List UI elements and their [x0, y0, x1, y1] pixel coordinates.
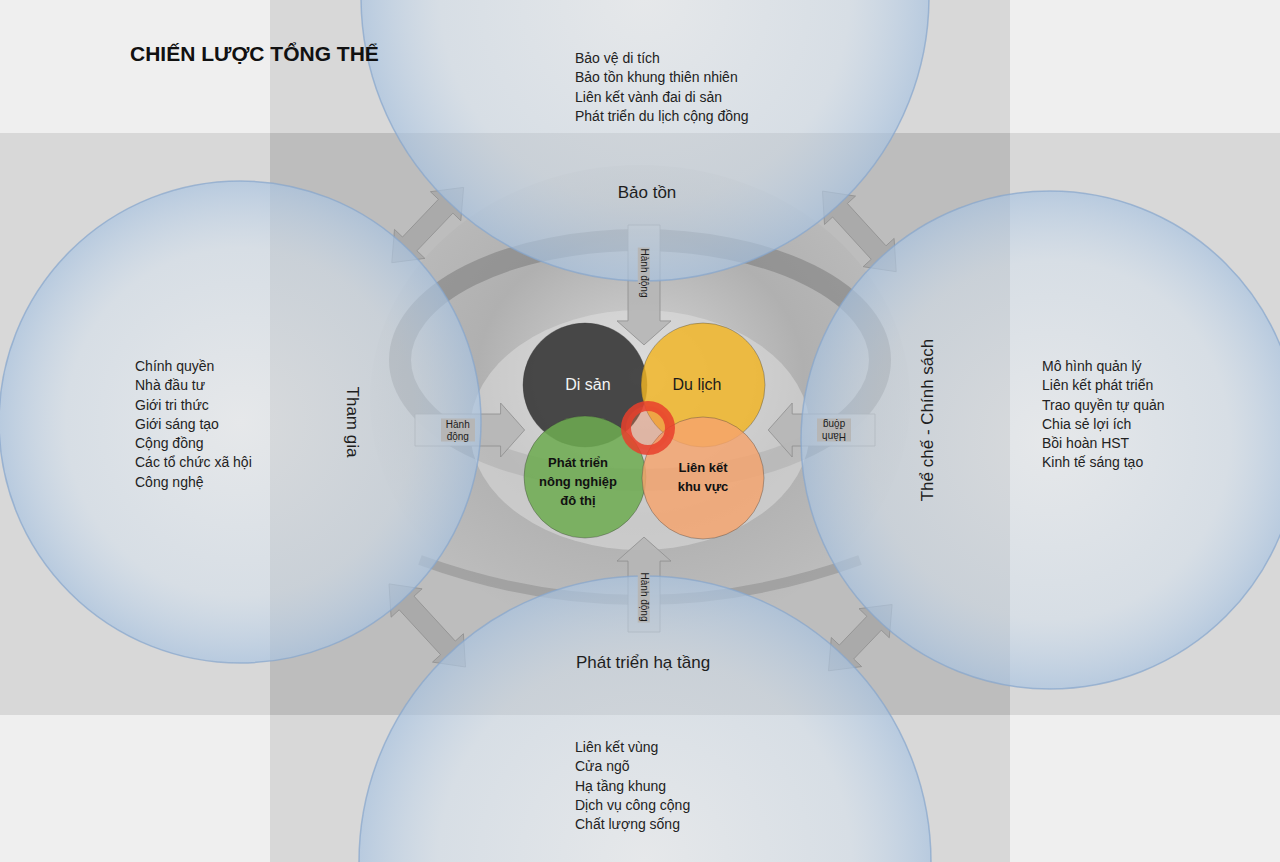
list-item: Cộng đồng	[135, 434, 305, 453]
list-item: Liên kết vùng	[575, 738, 785, 757]
list-item: Giới sáng tạo	[135, 415, 305, 434]
strategy-circle: Phát triển hạ tầngLiên kết vùngCửa ngõHạ…	[358, 575, 932, 862]
list-item: Dịch vụ công cộng	[575, 796, 785, 815]
circle-heading-holder: Bảo tồn	[618, 183, 677, 203]
list-item: Hạ tầng khung	[575, 777, 785, 796]
list-item: Giới tri thức	[135, 396, 305, 415]
strategy-circle: Thể chế - Chính sách Mô hình quản lýLiên …	[800, 190, 1280, 690]
venn-label: Phát triển nông nghiệp đô thị	[534, 454, 622, 511]
venn-label: Di sản	[552, 373, 624, 396]
list-item: Cửa ngõ	[575, 757, 785, 776]
circle-outline	[800, 190, 1280, 690]
list-item: Trao quyền tự quản	[1042, 396, 1182, 415]
list-item: Chia sẻ lợi ích	[1042, 415, 1182, 434]
list-item: Các tổ chức xã hội	[135, 453, 305, 472]
circle-shape	[801, 191, 1280, 689]
center-ring	[626, 406, 670, 450]
circle-heading: Tham gia	[342, 387, 362, 458]
list-item: Liên kết vành đai di sản	[575, 88, 815, 107]
list-item: Chất lượng sống	[575, 815, 785, 834]
list-item: Phát triển du lịch cộng đồng	[575, 107, 815, 126]
strategy-circle: Tham gia Chính quyềnNhà đầu tưGiới tri th…	[0, 180, 482, 664]
venn-text-holder: Du lịch	[661, 373, 733, 396]
diagram-title: CHIẾN LƯỢC TỔNG THỂ	[130, 42, 379, 66]
venn-text-holder: Di sản	[552, 373, 624, 396]
list-item: Bồi hoàn HST	[1042, 434, 1182, 453]
item-list: Mô hình quản lýLiên kết phát triểnTrao q…	[1042, 357, 1182, 473]
list-item: Bảo tồn khung thiên nhiên	[575, 68, 815, 87]
circle-outline	[0, 180, 482, 664]
circle-heading: Thể chế - Chính sách	[918, 339, 938, 502]
venn-text-holder: Phát triển nông nghiệp đô thị	[534, 454, 622, 511]
list-item: Kinh tế sáng tạo	[1042, 453, 1182, 472]
venn-text-holder: Liên kết khu vực	[667, 459, 739, 497]
circle-shape	[0, 181, 481, 663]
circle-heading: Phát triển hạ tầng	[576, 653, 710, 673]
strategy-circle: Bảo tồn Bảo vệ di tíchBảo tồn khung thiên…	[360, 0, 930, 282]
circle-shape	[642, 417, 764, 539]
list-item: Liên kết phát triển	[1042, 376, 1182, 395]
circle-heading-holder: Tham gia	[342, 387, 362, 458]
item-list: Liên kết vùngCửa ngõHạ tầng khungDịch vụ…	[575, 738, 785, 834]
item-list: Bảo vệ di tíchBảo tồn khung thiên nhiênL…	[575, 49, 815, 126]
venn-label: Liên kết khu vực	[667, 459, 739, 497]
list-item: Chính quyền	[135, 357, 305, 376]
circle-shape	[359, 576, 931, 862]
venn-circle: Liên kết khu vực	[641, 416, 765, 540]
list-item: Bảo vệ di tích	[575, 49, 815, 68]
item-list: Chính quyềnNhà đầu tưGiới tri thứcGiới s…	[135, 357, 305, 492]
circle-outline	[641, 416, 765, 540]
circle-heading: Bảo tồn	[618, 183, 677, 203]
list-item: Công nghệ	[135, 473, 305, 492]
venn-circle: Phát triển nông nghiệp đô thị	[523, 415, 647, 539]
venn-label: Du lịch	[661, 373, 733, 396]
list-item: Mô hình quản lý	[1042, 357, 1182, 376]
circle-shape	[524, 416, 646, 538]
circle-shape	[361, 0, 929, 281]
circle-heading-holder: Thể chế - Chính sách	[918, 339, 938, 502]
circle-heading-holder: Phát triển hạ tầng	[576, 653, 710, 673]
list-item: Nhà đầu tư	[135, 376, 305, 395]
circle-outline	[360, 0, 930, 282]
